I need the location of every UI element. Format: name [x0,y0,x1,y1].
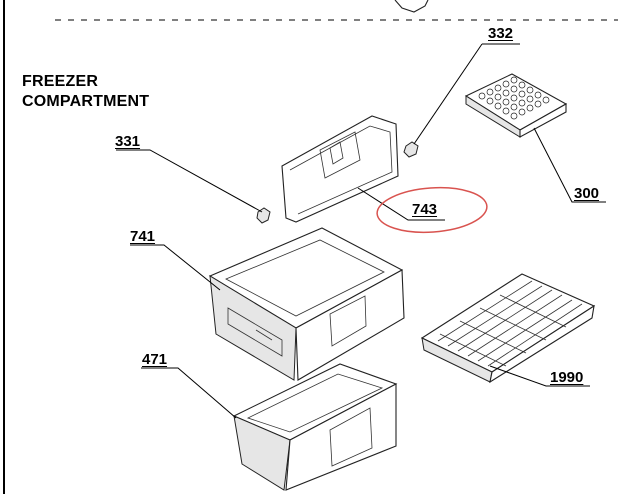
part-741-drawer [208,227,405,381]
part-label-471: 471 [142,351,168,368]
part-label-332: 332 [488,25,514,42]
highlight-ellipse [376,186,488,234]
part-label-331: 331 [115,133,141,150]
part-label-1990: 1990 [550,369,584,386]
part-1990-shelf [420,273,596,384]
part-label-743: 743 [412,201,438,218]
leader-lines [116,43,606,419]
heading-line-2: COMPARTMENT [22,93,150,110]
part-partial-top [394,0,429,13]
part-743-flap [281,115,399,223]
part-331-clip [256,207,271,224]
heading-line-1: FREEZER [22,73,99,90]
part-471-drawer [232,363,398,491]
part-label-300: 300 [574,185,600,202]
part-300-ice-tray [464,73,568,138]
part-label-741: 741 [130,228,156,245]
section-heading: FREEZER COMPARTMENT [22,72,149,112]
part-332-clip [403,141,419,158]
